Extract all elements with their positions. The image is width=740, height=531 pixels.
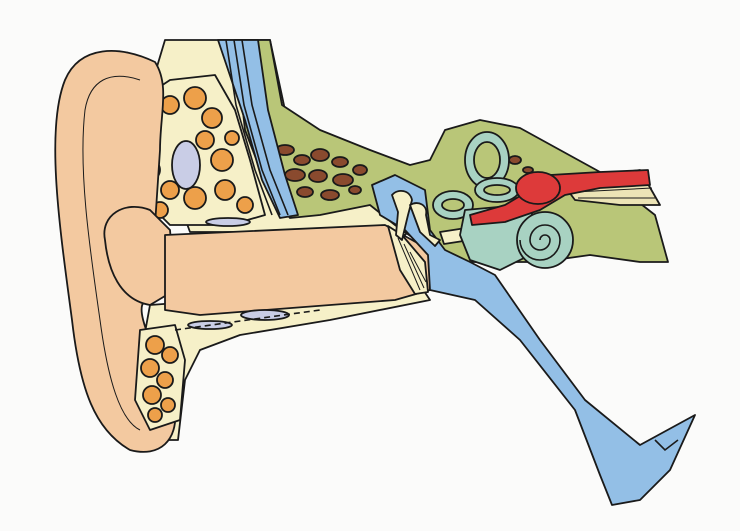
semicircular-canals	[432, 131, 520, 220]
temporal-bone	[234, 39, 669, 263]
tympanic-membrane-lines	[397, 237, 427, 291]
eustachian-tube-edge	[654, 439, 679, 452]
cartilage-slit-1	[205, 217, 251, 227]
mastoid-air-cells	[275, 144, 534, 201]
incus	[409, 202, 441, 247]
vessel-ganglion	[515, 171, 561, 205]
cochlea	[516, 211, 574, 269]
fat-lobules-lower	[140, 335, 179, 423]
cartilage-slit-3	[240, 309, 290, 321]
sinus-lines	[225, 39, 289, 216]
cartilage-void-upper	[171, 140, 201, 190]
canal-dash-line	[174, 309, 321, 331]
auricle-helix-rim	[82, 75, 141, 431]
malleus	[391, 189, 413, 241]
middle-ear-cavity	[371, 174, 696, 506]
